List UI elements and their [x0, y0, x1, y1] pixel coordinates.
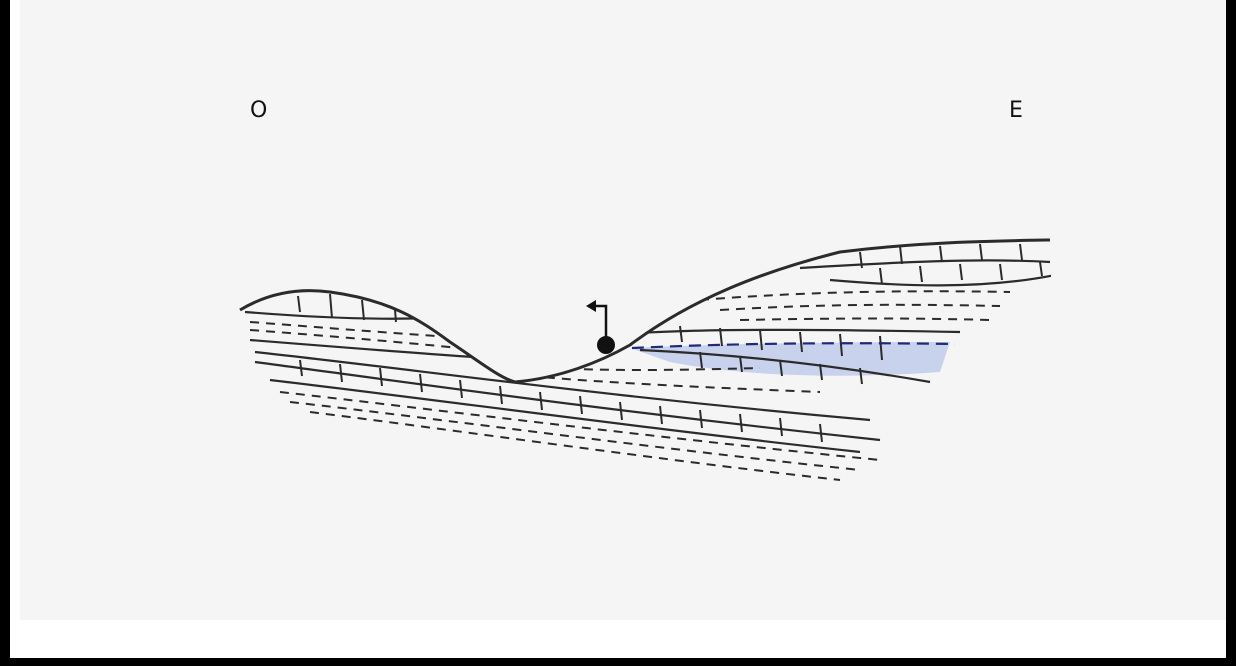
label-east: E — [1009, 98, 1023, 123]
label-west: O — [250, 98, 267, 123]
strata — [245, 244, 1055, 480]
spring-icon — [586, 300, 615, 354]
